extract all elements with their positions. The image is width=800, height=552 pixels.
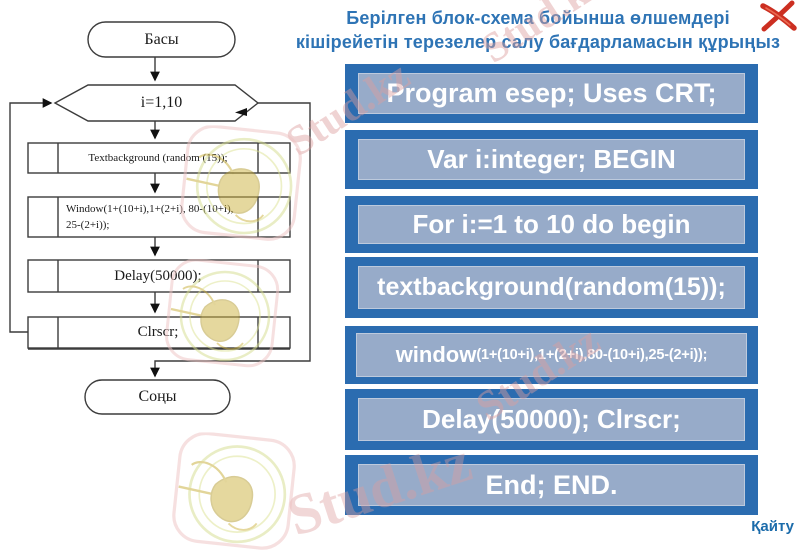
loop-exit-connector xyxy=(150,102,311,378)
flowchart-step-window: Window(1+(10+i),1+(2+i), 80-(10+i), 25-(… xyxy=(66,202,234,231)
code-block-program: Program esep; Uses CRT; xyxy=(345,64,758,123)
code-block-end: End; END. xyxy=(345,455,758,515)
flowchart-step-textbackground: Textbackground (random (15)); xyxy=(88,152,228,164)
code-block-var: Var i:integer; BEGIN xyxy=(345,130,758,189)
code-text: window(1+(10+i),1+(2+i),80-(10+i),25-(2+… xyxy=(356,333,747,377)
flow-direction-arrowhead xyxy=(235,108,247,116)
code-block-delay: Delay(50000); Clrscr; xyxy=(345,389,758,450)
code-text: Program esep; Uses CRT; xyxy=(358,73,745,114)
page-title-line1: Берілген блок-схема бойынша өлшемдері xyxy=(346,8,730,28)
start-terminator-shape xyxy=(87,21,236,58)
flowchart-start-label: Басы xyxy=(144,30,179,48)
code-text: For i:=1 to 10 do begin xyxy=(358,205,745,244)
loop-back-connector xyxy=(9,98,53,333)
code-text: Delay(50000); Clrscr; xyxy=(358,398,745,441)
code-text: Var i:integer; BEGIN xyxy=(358,139,745,180)
flowchart-step-clrscr: Clrscr; xyxy=(137,324,179,340)
flowchart-end-label: Соңы xyxy=(138,388,177,405)
code-text: textbackground(random(15)); xyxy=(358,266,745,309)
code-block-for: For i:=1 to 10 do begin xyxy=(345,196,758,253)
flowchart-step-delay: Delay(50000); xyxy=(114,267,202,284)
code-text: End; END. xyxy=(358,464,745,506)
code-block-textbackground: textbackground(random(15)); xyxy=(345,257,758,318)
page-title-line2: кішірейетін терезелер салу бағдарламасын… xyxy=(295,31,781,52)
back-link[interactable]: Қайту xyxy=(751,518,794,535)
code-text-args: (1+(10+i),1+(2+i),80-(10+i),25-(2+i)); xyxy=(476,347,708,363)
end-terminator-shape xyxy=(84,379,231,415)
process-box-delay xyxy=(27,259,291,293)
code-block-window: window(1+(10+i),1+(2+i),80-(10+i),25-(2+… xyxy=(345,326,758,384)
hummingbird-logo-icon xyxy=(170,432,300,552)
flowchart-loop-label: i=1,10 xyxy=(140,94,183,111)
code-text-prefix: window xyxy=(395,342,477,367)
page-title: Берілген блок-схема бойынша өлшемдері кі… xyxy=(283,7,793,55)
close-icon[interactable] xyxy=(757,0,799,34)
slide: Басы i=1,10 Textbackground (random (15))… xyxy=(9,0,799,538)
